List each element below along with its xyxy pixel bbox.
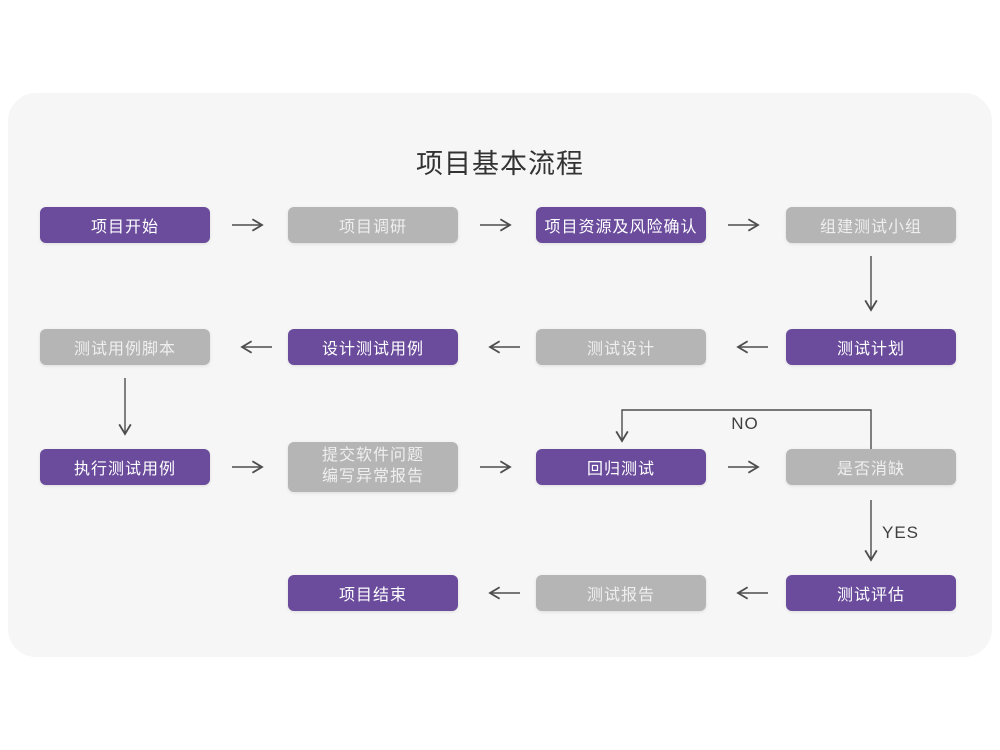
node-design-test-cases: 设计测试用例 bbox=[288, 329, 458, 365]
node-defect-cleared-decision: 是否消缺 bbox=[786, 449, 956, 485]
node-project-start: 项目开始 bbox=[40, 207, 210, 243]
node-submit-issues-report: 提交软件问题 编写异常报告 bbox=[288, 442, 458, 492]
node-test-evaluation: 测试评估 bbox=[786, 575, 956, 611]
node-resources-risk-confirm: 项目资源及风险确认 bbox=[536, 207, 706, 243]
edge-label-no: NO bbox=[731, 414, 759, 433]
node-project-research: 项目调研 bbox=[288, 207, 458, 243]
page-title: 项目基本流程 bbox=[416, 149, 584, 179]
node-test-plan: 测试计划 bbox=[786, 329, 956, 365]
node-execute-test-cases: 执行测试用例 bbox=[40, 449, 210, 485]
node-test-report: 测试报告 bbox=[536, 575, 706, 611]
node-build-test-team: 组建测试小组 bbox=[786, 207, 956, 243]
node-test-case-scripts: 测试用例脚本 bbox=[40, 329, 210, 365]
edge-label-yes: YES bbox=[882, 523, 920, 542]
node-regression-test: 回归测试 bbox=[536, 449, 706, 485]
node-project-end: 项目结束 bbox=[288, 575, 458, 611]
flowchart-card bbox=[8, 93, 992, 657]
node-test-design: 测试设计 bbox=[536, 329, 706, 365]
